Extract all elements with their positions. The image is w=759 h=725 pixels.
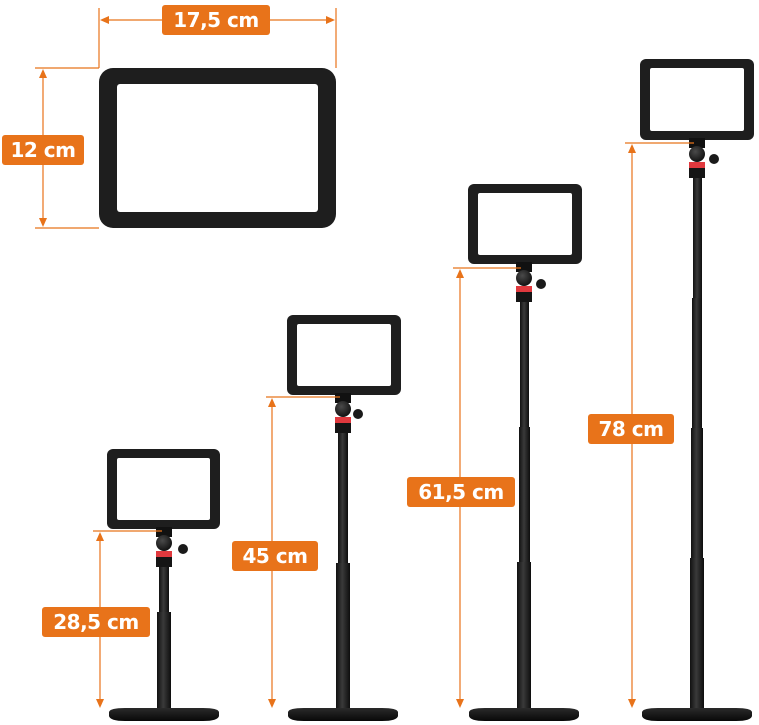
stand-4: [640, 59, 754, 721]
stand-2: [287, 315, 401, 721]
height-label: 12 cm: [2, 135, 84, 165]
stand-3: [468, 184, 582, 721]
light-panel-large: [99, 68, 336, 228]
stand-1: [107, 449, 220, 721]
stand-1-height-label: 28,5 cm: [42, 607, 150, 637]
stand-2-height-label: 45 cm: [232, 541, 318, 571]
stand-4-height-label: 78 cm: [588, 414, 674, 444]
width-label: 17,5 cm: [162, 5, 270, 35]
stand-3-height-label: 61,5 cm: [407, 477, 515, 507]
